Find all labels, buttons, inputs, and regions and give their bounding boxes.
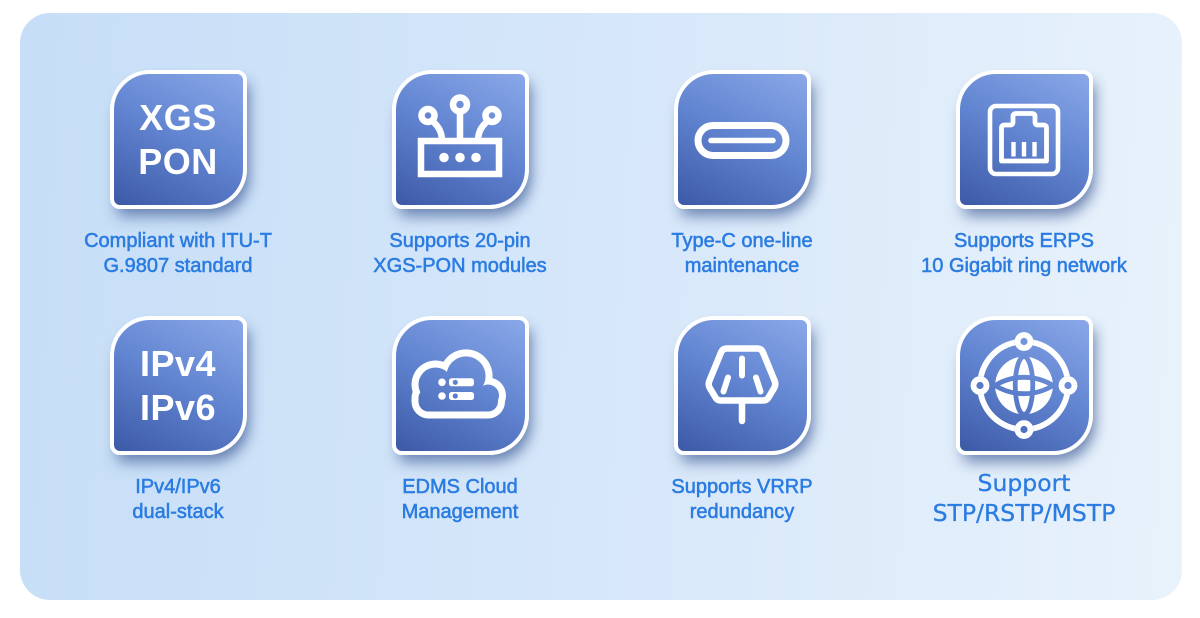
xgs-pon-badge: XGS PON bbox=[109, 70, 247, 209]
feature-caption: Supports ERPS 10 Gigabit ring network bbox=[921, 229, 1127, 279]
caption-line: XGS-PON modules bbox=[373, 254, 547, 277]
caption-line: Type-C one-line bbox=[671, 229, 813, 252]
feature-vrrp: Supports VRRP redundancy bbox=[601, 316, 883, 562]
caption-line: maintenance bbox=[684, 254, 800, 277]
cloud-management-icon bbox=[395, 320, 525, 451]
type-c-tile bbox=[673, 70, 811, 209]
caption-line: 10 Gigabit ring network bbox=[921, 254, 1127, 277]
xgs-pon-badge-text: XGS PON bbox=[138, 96, 218, 184]
caption-line: IPv4/IPv6 bbox=[135, 475, 221, 498]
caption-line: Supports ERPS bbox=[953, 229, 1095, 252]
ipv4-ipv6-badge: IPv4 IPv6 bbox=[109, 316, 247, 455]
fiber-module-tile bbox=[391, 70, 529, 209]
feature-erps: Supports ERPS 10 Gigabit ring network bbox=[883, 70, 1165, 316]
ethernet-port-icon bbox=[987, 103, 1061, 176]
caption-line: EDMS Cloud bbox=[402, 475, 518, 498]
feature-caption: EDMS Cloud Management bbox=[401, 475, 519, 525]
ipv4-ipv6-badge-text: IPv4 IPv6 bbox=[140, 342, 216, 430]
feature-caption: Support STP/RSTP/MSTP bbox=[932, 468, 1116, 528]
feature-card: XGS PON Compliant with ITU-T G.9807 stan… bbox=[20, 13, 1182, 600]
caption-line: Supports 20-pin bbox=[389, 229, 531, 252]
globe-tile bbox=[955, 316, 1093, 455]
power-plug-tile bbox=[673, 316, 811, 455]
type-c-connector-icon bbox=[694, 121, 790, 159]
feature-stp: Support STP/RSTP/MSTP bbox=[883, 316, 1165, 562]
caption-line: Management bbox=[401, 500, 519, 523]
fiber-module-icon bbox=[417, 93, 503, 177]
feature-grid: XGS PON Compliant with ITU-T G.9807 stan… bbox=[37, 70, 1165, 562]
badge-line: PON bbox=[138, 140, 218, 182]
caption-line: dual-stack bbox=[132, 500, 224, 523]
caption-line: G.9807 standard bbox=[103, 254, 253, 277]
feature-caption: Supports 20-pin XGS-PON modules bbox=[373, 229, 547, 279]
badge-line: IPv4 bbox=[139, 342, 217, 384]
caption-line: Compliant with ITU-T bbox=[84, 229, 272, 252]
ethernet-port-tile bbox=[955, 70, 1093, 209]
feature-edms-cloud: EDMS Cloud Management bbox=[319, 316, 601, 562]
feature-xgs-pon: XGS PON Compliant with ITU-T G.9807 stan… bbox=[37, 70, 319, 316]
power-plug-icon bbox=[705, 344, 779, 424]
feature-caption: IPv4/IPv6 dual-stack bbox=[132, 475, 224, 525]
badge-line: IPv6 bbox=[139, 386, 217, 428]
feature-ipv4-ipv6: IPv4 IPv6 IPv4/IPv6 dual-stack bbox=[37, 316, 319, 562]
feature-caption: Supports VRRP redundancy bbox=[671, 475, 813, 525]
feature-type-c: Type-C one-line maintenance bbox=[601, 70, 883, 316]
feature-20pin-modules: Supports 20-pin XGS-PON modules bbox=[319, 70, 601, 316]
cloud-tile bbox=[391, 316, 529, 455]
feature-caption: Compliant with ITU-T G.9807 standard bbox=[84, 229, 272, 279]
globe-network-icon bbox=[970, 331, 1078, 439]
caption-line: redundancy bbox=[689, 500, 795, 523]
caption-line: Supports VRRP bbox=[671, 475, 813, 498]
badge-line: XGS bbox=[139, 96, 217, 138]
caption-line: STP/RSTP/MSTP bbox=[932, 499, 1116, 527]
caption-line: Support bbox=[977, 469, 1071, 497]
feature-caption: Type-C one-line maintenance bbox=[671, 229, 813, 279]
